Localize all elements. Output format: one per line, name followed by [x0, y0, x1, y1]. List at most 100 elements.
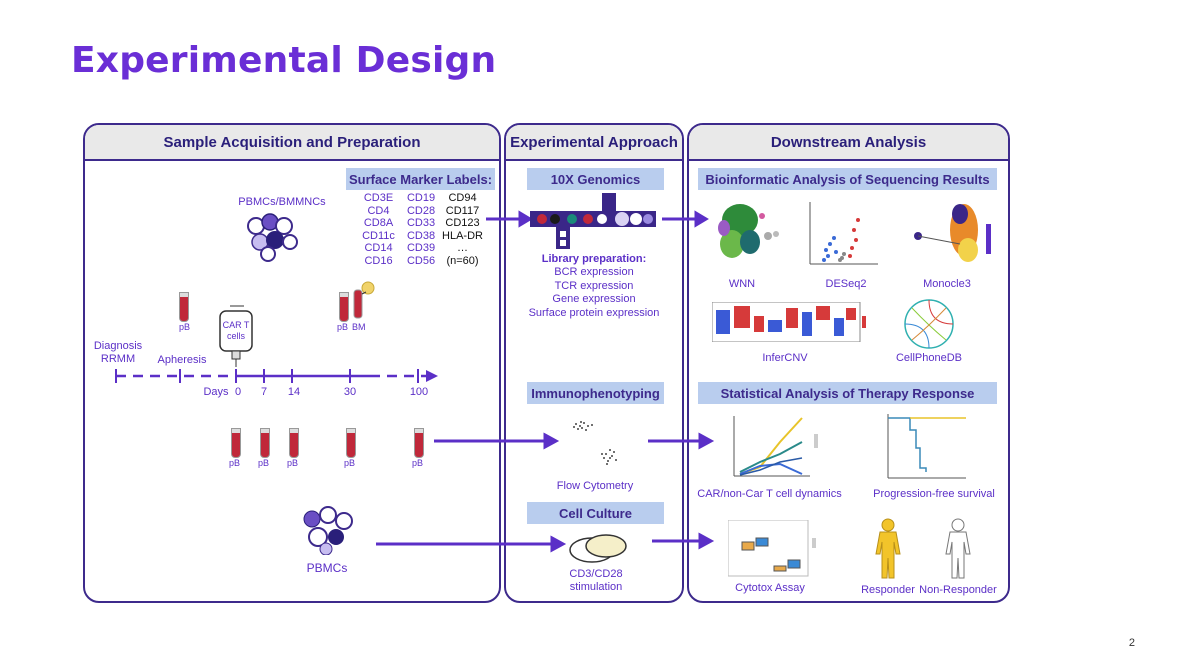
downstream-panel-header: Downstream Analysis	[689, 125, 1008, 161]
sample-panel-header: Sample Acquisition and Preparation	[85, 125, 499, 161]
marker: CD3E	[363, 192, 394, 204]
marker: CD11c	[362, 229, 395, 242]
marker: CD8A	[363, 217, 394, 229]
infercnv-label: InferCNV	[762, 352, 808, 364]
car-t-line1: CAR T	[222, 320, 250, 330]
genomics-header: 10X Genomics	[527, 168, 664, 190]
wnn-umap-plot	[718, 204, 779, 258]
library-item: BCR expression	[554, 266, 634, 278]
non-responder-figure-icon	[945, 518, 971, 579]
car-t-bag-icon	[219, 305, 253, 367]
pbmcs-cluster-icon	[303, 506, 353, 555]
days-label: Days	[203, 386, 229, 398]
marker: CD16	[364, 254, 393, 267]
marker: HLA-DR	[442, 229, 483, 242]
gem-beads-icon	[530, 193, 656, 249]
pb-label: pB	[412, 458, 424, 468]
cellphonedb-label: CellPhoneDB	[895, 352, 963, 364]
cells-cluster-icon	[247, 213, 298, 262]
stim-line2: stimulation	[569, 581, 623, 593]
flow-cytometry-plot	[562, 414, 626, 470]
flow-cytometry-label: Flow Cytometry	[556, 480, 634, 492]
bone-marrow-icon	[353, 281, 375, 319]
pb-label: pB	[337, 322, 349, 332]
blood-tube-icon	[339, 292, 349, 322]
blood-tube-icon	[414, 428, 424, 458]
marker: CD14	[364, 242, 393, 254]
day-30: 30	[343, 386, 357, 398]
marker: CD56	[406, 254, 436, 267]
deseq-volcano-plot	[809, 202, 878, 265]
marker: CD28	[406, 204, 436, 217]
culture-header: Cell Culture	[527, 502, 664, 524]
deseq-label: DESeq2	[825, 278, 867, 290]
stim-line1: CD3/CD28	[569, 568, 623, 580]
blood-tube-icon	[346, 428, 356, 458]
pfs-label: Progression-free survival	[873, 488, 995, 500]
infercnv-heatmap	[712, 302, 866, 342]
car-t-line2: cells	[226, 331, 245, 341]
monocle-label: Monocle3	[923, 278, 971, 290]
car-dynamics-label: CAR/non-Car T cell dynamics	[697, 488, 842, 500]
marker: CD19	[406, 192, 436, 204]
day-7: 7	[260, 386, 268, 398]
immuno-header: Immunophenotyping	[527, 382, 664, 404]
car-dynamics-plot	[733, 416, 818, 477]
day-14: 14	[287, 386, 301, 398]
surface-marker-header: Surface Marker Labels:	[346, 168, 495, 190]
library-item: TCR expression	[554, 279, 634, 292]
pb-label: pB	[344, 458, 356, 468]
marker: CD123	[445, 217, 480, 229]
marker: CD39	[406, 242, 436, 254]
stat-header: Statistical Analysis of Therapy Response	[698, 382, 997, 404]
diagnosis-label: Diagnosis RRMM	[88, 340, 148, 366]
marker: CD94	[448, 192, 477, 204]
pb-label: pB	[179, 322, 191, 332]
petri-dish-icon	[569, 534, 627, 563]
cytotox-label: Cytotox Assay	[735, 582, 805, 594]
library-item: Gene expression	[552, 293, 636, 305]
timeline	[115, 369, 438, 383]
sample-panel: Sample Acquisition and Preparation	[83, 123, 501, 603]
marker-col-3: CD94 CD117 CD123 HLA-DR … (n=60)	[440, 192, 485, 267]
marker: CD38	[406, 229, 436, 242]
bm-label: BM	[352, 322, 366, 332]
marker: (n=60)	[446, 254, 479, 267]
blood-tube-icon	[231, 428, 241, 458]
rrmm-text: RRMM	[100, 353, 136, 365]
pbmcs-bmmncs-label: PBMCs/BMMNCs	[238, 196, 326, 208]
marker-col-2: CD19 CD28 CD33 CD38 CD39 CD56	[400, 192, 442, 267]
stimulation-label: CD3/CD28 stimulation	[540, 568, 652, 594]
monocle-trajectory-plot	[914, 204, 991, 262]
slide-title: Experimental Design	[71, 40, 497, 81]
apheresis-label: Apheresis	[157, 354, 207, 366]
marker: …	[457, 242, 468, 254]
day-100: 100	[409, 386, 429, 398]
cytotox-boxplot	[728, 520, 816, 577]
library-item: Surface protein expression	[528, 306, 660, 319]
car-t-label: CAR T cells	[212, 320, 260, 342]
non-responder-label: Non-Responder	[919, 584, 997, 596]
library-items: BCR expression TCR expression Gene expre…	[510, 266, 678, 320]
approach-panel-header: Experimental Approach	[506, 125, 682, 161]
pb-label: pB	[229, 458, 241, 468]
blood-tube-icon	[179, 292, 189, 322]
marker-col-1: CD3E CD4 CD8A CD11c CD14 CD16	[356, 192, 401, 267]
day-0: 0	[234, 386, 242, 398]
pbmcs-label: PBMCs	[306, 561, 348, 575]
pb-label: pB	[258, 458, 270, 468]
marker: CD117	[445, 204, 480, 217]
blood-tube-icon	[289, 428, 299, 458]
wnn-label: WNN	[728, 278, 756, 290]
page-number: 2	[1128, 637, 1135, 649]
library-title: Library preparation:	[541, 253, 647, 265]
cellphonedb-circos	[904, 299, 954, 349]
marker: CD4	[367, 204, 390, 217]
responder-label: Responder	[861, 584, 915, 596]
bioinfo-header: Bioinformatic Analysis of Sequencing Res…	[698, 168, 997, 190]
pfs-km-plot	[887, 414, 966, 479]
diagnosis-text: Diagnosis	[93, 340, 143, 352]
responder-figure-icon	[875, 518, 901, 579]
blood-tube-icon	[260, 428, 270, 458]
